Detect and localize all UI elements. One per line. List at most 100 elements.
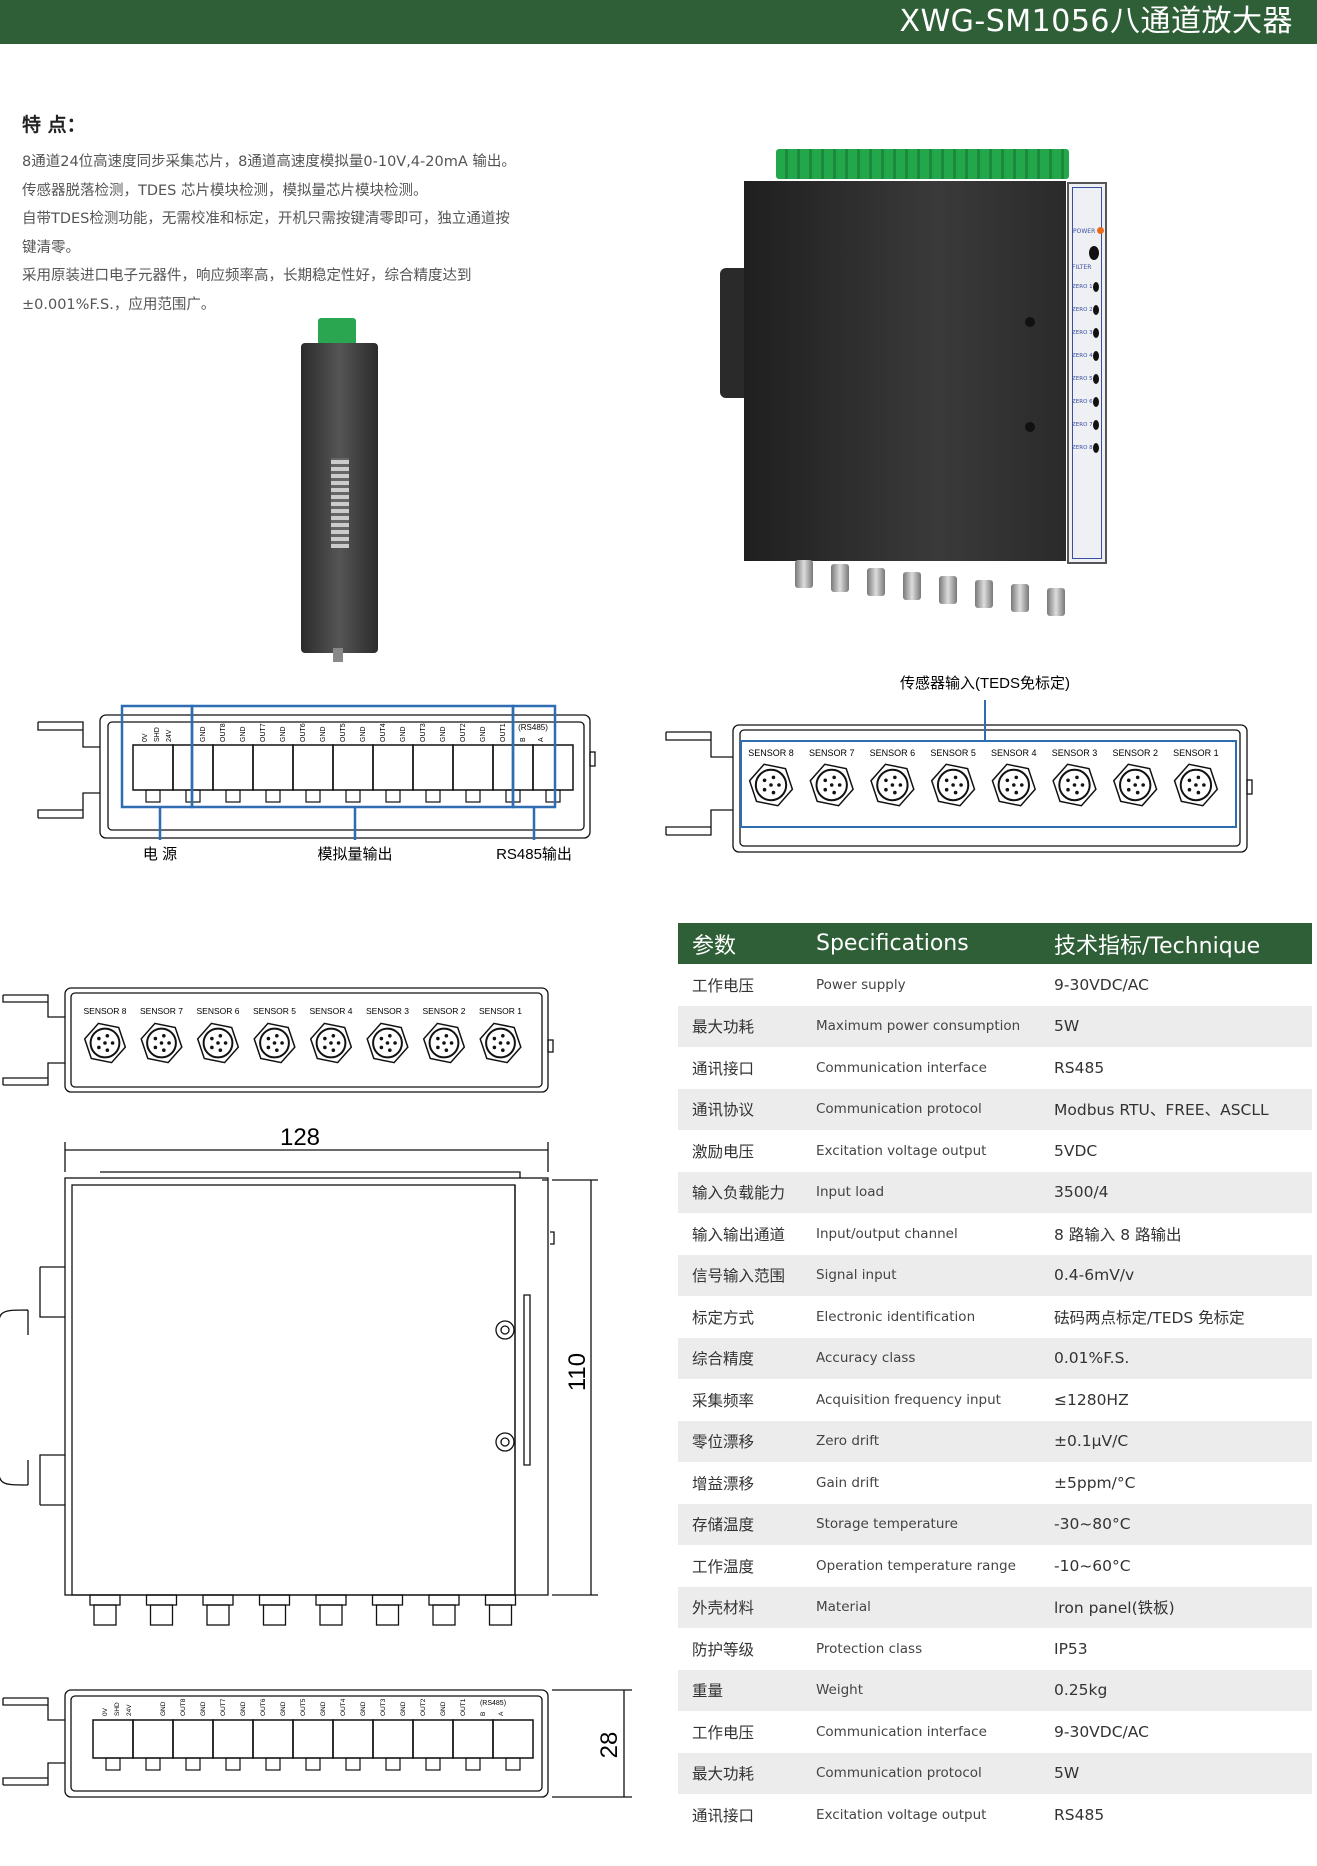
spec-cell: Accuracy class <box>816 1350 916 1367</box>
spec-cell: Excitation voltage output <box>816 1806 987 1823</box>
callout-sensor-input: 传感器输入(TEDS免标定) <box>900 675 1070 692</box>
terminal-block <box>412 744 454 791</box>
connector-pin <box>884 787 888 792</box>
connector-nut <box>371 1594 404 1606</box>
zero-button[interactable] <box>1093 397 1099 407</box>
terminal-block <box>292 1719 334 1759</box>
terminal-pin-label: GND <box>280 726 287 742</box>
connector-pin <box>1075 790 1079 795</box>
connector-ring <box>315 1027 347 1059</box>
param-cell: 激励电压 <box>692 1142 755 1161</box>
value-cell: lron panel(铁板) <box>1054 1599 1175 1618</box>
filter-knob[interactable] <box>1089 246 1099 260</box>
connector-pin <box>501 1034 505 1038</box>
connector-body <box>432 1604 456 1626</box>
connector-pin <box>162 1048 166 1052</box>
terminal-block <box>452 1719 494 1759</box>
connector-pin <box>769 783 773 787</box>
sensor-connector <box>975 580 993 608</box>
connector-pin <box>280 1041 284 1045</box>
connector-pin <box>218 1048 223 1052</box>
spec-cell: Excitation voltage output <box>816 1142 987 1159</box>
terminal-block <box>532 744 574 791</box>
connector-pin <box>385 1041 390 1045</box>
terminal-pin-label: OUT2 <box>460 723 467 742</box>
terminal-screw <box>465 789 481 803</box>
terminal-pin-label: OUT6 <box>260 1698 267 1716</box>
terminal-pin-label: GND <box>240 1701 247 1716</box>
terminal-pin-label: 24V <box>126 1704 133 1716</box>
connector-pin <box>379 1036 384 1041</box>
connector-pin <box>444 1048 449 1052</box>
terminal-screw <box>425 1757 441 1771</box>
rs485-label: (RS485) <box>480 1700 506 1707</box>
sensor-connector <box>939 576 957 604</box>
terminal-pin-label: OUT4 <box>380 723 387 742</box>
terminal-block <box>132 1719 174 1759</box>
connector-pin <box>893 775 897 780</box>
connector-nut <box>484 1594 517 1606</box>
param-cell: 输入输出通道 <box>692 1225 786 1244</box>
side-photo <box>295 318 385 663</box>
spec-cell: Operation temperature range <box>816 1557 1016 1574</box>
header-technique: 技术指标/Technique <box>1054 933 1261 959</box>
connector-pin <box>829 783 834 787</box>
terminal-block <box>332 1719 374 1759</box>
zero-button[interactable] <box>1093 351 1099 361</box>
zero-label: ZERO 3 <box>1072 330 1093 336</box>
terminal-pin-label: OUT5 <box>340 723 347 742</box>
connector-pin <box>223 1041 228 1045</box>
connector-pin <box>1014 790 1019 795</box>
connector-pin <box>1066 778 1070 783</box>
callout-boxes <box>120 700 1237 840</box>
header-param: 参数 <box>692 933 737 959</box>
connector-body <box>375 1604 400 1626</box>
terminal-pin-label: GND <box>320 726 327 742</box>
zero-button[interactable] <box>1093 282 1099 292</box>
sensor-label: SENSOR 7 <box>140 1006 183 1016</box>
spec-cell: Zero drift <box>816 1433 880 1450</box>
power-led-icon <box>1097 227 1104 234</box>
terminal-pin-label: GND <box>440 726 447 742</box>
terminal-pin-label: OUT1 <box>500 723 507 742</box>
zero-label: ZERO 6 <box>1072 399 1093 405</box>
zero-button[interactable] <box>1093 443 1099 453</box>
terminal-pin-label: 0V <box>142 733 149 742</box>
sensor-connector <box>795 560 813 588</box>
terminal-screw <box>185 1757 201 1771</box>
value-cell: 0.01%F.S. <box>1054 1349 1130 1368</box>
connector-ring <box>754 768 788 802</box>
connector-pin <box>1126 787 1131 792</box>
terminal-pin-label: GND <box>440 1701 447 1716</box>
din-spring <box>331 458 349 548</box>
connector-hex <box>479 1022 522 1064</box>
connector-pin <box>951 783 955 787</box>
din-clip <box>720 268 744 398</box>
connector-pin <box>953 790 958 795</box>
terminal-screw <box>105 1757 121 1771</box>
terminal-block <box>132 744 174 791</box>
connector-ring <box>259 1027 290 1059</box>
zero-button[interactable] <box>1093 420 1099 430</box>
connector-pin <box>1019 783 1024 787</box>
connector-pin <box>266 1045 271 1050</box>
zero-button[interactable] <box>1093 305 1099 315</box>
zero-button[interactable] <box>1093 328 1099 338</box>
connector-ring <box>428 1027 460 1059</box>
sensor-label: SENSOR 7 <box>809 748 855 758</box>
param-cell: 通讯接口 <box>692 1806 755 1825</box>
spec-cell: Weight <box>816 1682 864 1699</box>
zero-button[interactable] <box>1093 374 1099 384</box>
connector-ring <box>1058 768 1091 802</box>
param-cell: 防护等级 <box>692 1640 755 1659</box>
connector-pin <box>1196 775 1201 780</box>
dimension-width: 128 <box>280 1124 320 1151</box>
connector-nut <box>428 1594 460 1606</box>
terminal-block <box>212 744 254 791</box>
terminal-pin-label: OUT2 <box>420 1698 427 1716</box>
